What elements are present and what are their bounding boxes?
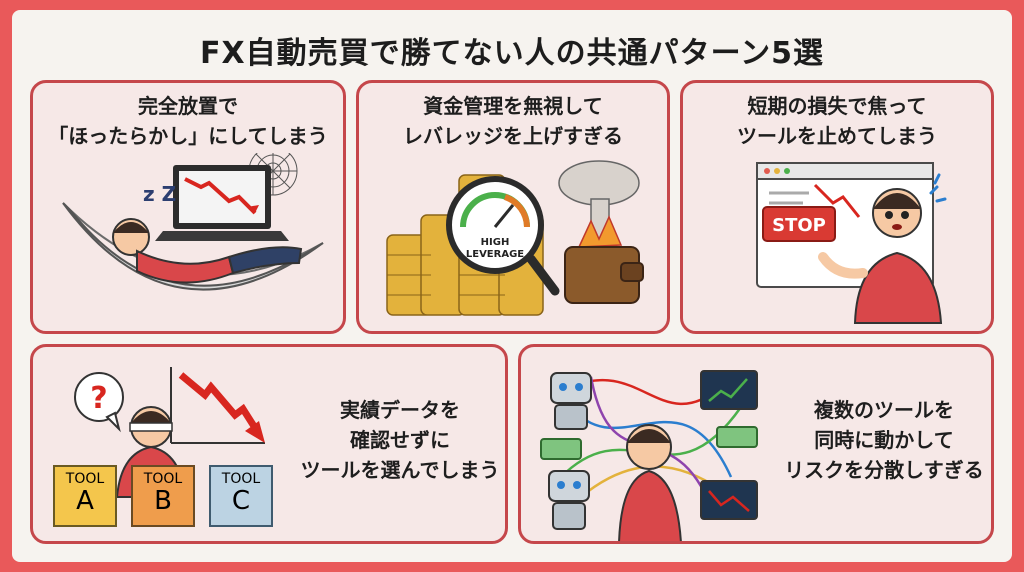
card-neglect-line-2: 「ほったらかし」にしてしまう [48,124,328,148]
tool-a-letter: A [76,486,94,516]
card-neglect: 完全放置で 「ほったらかし」にしてしまう z Z [30,80,346,334]
sleep-z-icon: z Z [143,182,176,206]
card-stop-line-1: 短期の損失で焦って [747,94,927,118]
confused-person-icon [618,424,682,541]
explosion-icon [558,160,640,248]
card-no-data-line-2: 確認せずに [350,428,450,452]
leverage-illustration: HIGH LEVERAGE [386,160,644,316]
card-diversify-line-2: 同時に動かして [814,428,954,452]
robot-icon-top [550,372,592,430]
question-bubble-icon: ? [74,372,124,433]
robot-icon-bottom [548,470,590,530]
tool-box-c[interactable]: TOOL C [209,465,273,527]
card-no-data-line-1: 実績データを [340,398,460,422]
gauge-label-high: HIGH [481,237,510,248]
hammock-illustration: z Z [62,153,324,291]
sleeping-person-icon [112,218,303,284]
card-no-data-text: 実績データを 確認せずに ツールを選んでしまう [295,395,505,485]
tool-b-letter: B [154,486,172,516]
card-stop-tool-text: 短期の損失で焦って ツールを止めてしまう [683,91,991,151]
cash-icon [540,426,758,460]
worried-person-icon [818,173,947,324]
tangled-tools-illustration [540,370,758,541]
card-diversify-text: 複数のツールを 同時に動かして リスクを分散しすぎる [777,395,991,485]
stop-label: STOP [772,215,826,236]
tool-box-a[interactable]: TOOL A [53,465,117,527]
falling-chart-icon [170,367,265,444]
tool-c-top-label: TOOL [221,471,261,487]
gauge-label-leverage: LEVERAGE [466,249,524,260]
stop-button-icon: STOP [762,206,836,242]
tool-a-top-label: TOOL [65,471,105,487]
card-diversify-line-1: 複数のツールを [814,398,954,422]
card-no-data-check: 実績データを 確認せずに ツールを選んでしまう ? TOOL A TOOL B … [30,344,508,544]
card-neglect-line-1: 完全放置で [138,94,238,118]
tool-box-b[interactable]: TOOL B [131,465,195,527]
card-no-data-line-3: ツールを選んでしまう [300,458,500,482]
card-stop-line-2: ツールを止めてしまう [737,124,937,148]
card-over-diversify: 複数のツールを 同時に動かして リスクを分散しすぎる [518,344,994,544]
card-diversify-line-3: リスクを分散しすぎる [784,458,984,482]
tool-b-top-label: TOOL [143,471,183,487]
card-leverage-text: 資金管理を無視して レバレッジを上げすぎる [359,91,667,151]
card-leverage-line-2: レバレッジを上げすぎる [403,124,623,148]
card-neglect-text: 完全放置で 「ほったらかし」にしてしまう [33,91,343,151]
card-leverage: 資金管理を無視して レバレッジを上げすぎる HIGH LEVERAGE [356,80,670,334]
monitor-chart-icon [700,370,758,520]
stop-illustration: STOP [756,162,947,324]
card-leverage-line-1: 資金管理を無視して [423,94,603,118]
tool-c-letter: C [231,486,251,516]
page-title: FX自動売買で勝てない人の共通パターン5選 [200,36,824,71]
card-stop-tool: 短期の損失で焦って ツールを止めてしまう STOP [680,80,994,334]
leverage-gauge-icon: HIGH LEVERAGE [446,176,560,296]
laptop-icon [155,165,289,241]
question-mark: ? [90,381,107,416]
